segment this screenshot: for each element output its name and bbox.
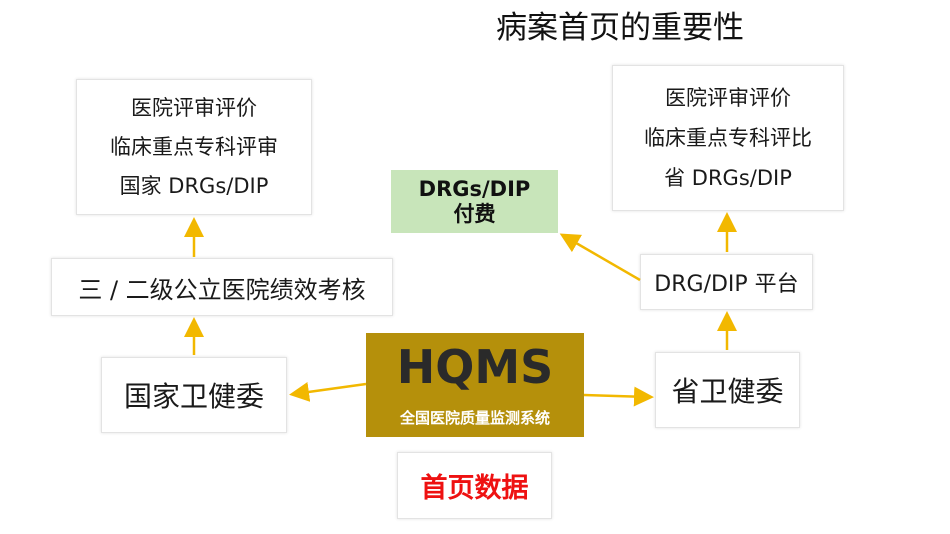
drg-dip-platform-label: DRG/DIP 平台 xyxy=(654,272,799,297)
national-evaluation-box: 医院评审评价 临床重点专科评审 国家 DRGs/DIP xyxy=(76,79,312,215)
homepage-data-label: 首页数据 xyxy=(420,473,529,504)
drg-dip-platform-box: DRG/DIP 平台 xyxy=(640,254,813,310)
evaluation-line: 医院评审评价 xyxy=(131,95,257,120)
evaluation-line: 临床重点专科评审 xyxy=(110,134,278,159)
hqms-box: HQMS 全国医院质量监测系统 xyxy=(366,333,584,437)
national-health-commission-label: 国家卫健委 xyxy=(123,380,264,413)
hqms-subtitle: 全国医院质量监测系统 xyxy=(399,409,550,427)
evaluation-line: 临床重点专科评比 xyxy=(644,126,812,150)
arrow-hqms-to-provincial xyxy=(583,386,654,407)
provincial-evaluation-box: 医院评审评价 临床重点专科评比 省 DRGs/DIP xyxy=(612,65,844,211)
provincial-health-commission-box: 省卫健委 xyxy=(655,352,800,428)
evaluation-line: 国家 DRGs/DIP xyxy=(119,173,269,198)
evaluation-line: 医院评审评价 xyxy=(665,86,791,110)
drg-payment-line2: 付费 xyxy=(453,201,496,226)
performance-assessment-label: 三 / 二级公立医院绩效考核 xyxy=(78,275,366,304)
drg-payment-line1: DRGs/DIP xyxy=(418,176,531,201)
national-health-commission-box: 国家卫健委 xyxy=(101,357,287,433)
evaluation-line: 省 DRGs/DIP xyxy=(664,166,792,190)
homepage-data-box: 首页数据 xyxy=(397,452,552,519)
provincial-health-commission-label: 省卫健委 xyxy=(671,375,784,408)
slide-title: 病案首页的重要性 xyxy=(496,10,744,46)
arrow-platform-to-drg-payment xyxy=(559,233,641,282)
drg-dip-payment-box: DRGs/DIP 付费 xyxy=(391,170,558,233)
performance-assessment-box: 三 / 二级公立医院绩效考核 xyxy=(51,258,393,316)
arrow-hqms-to-national xyxy=(289,382,367,402)
hqms-title: HQMS xyxy=(396,340,554,394)
